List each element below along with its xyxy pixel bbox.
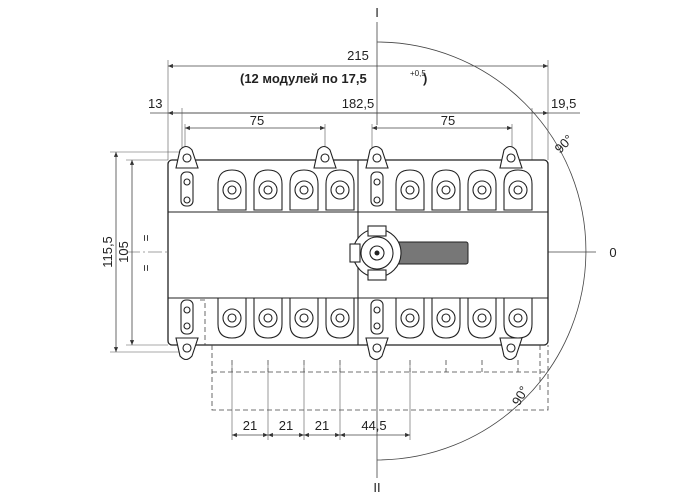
terminal-lug <box>395 297 425 339</box>
terminal-lug <box>325 297 355 339</box>
dim-label-44: 44,5 <box>361 418 386 433</box>
angle-label-top: 90° <box>552 132 577 157</box>
position-label-II: II <box>373 480 380 495</box>
equal-mark-2: = <box>139 264 153 271</box>
dim-label-21-a: 21 <box>243 418 257 433</box>
operating-handle <box>349 225 469 281</box>
dim-label-21-b: 21 <box>279 418 293 433</box>
terminal-lug <box>217 169 247 211</box>
terminal-lug <box>431 297 461 339</box>
dim-label-182: 182,5 <box>342 96 375 111</box>
terminal-lug <box>467 297 497 339</box>
terminal-lug <box>289 169 319 211</box>
dim-label-tolerance: +0,5 <box>410 69 426 78</box>
terminal-lug <box>431 169 461 211</box>
bottom-pitch-dims <box>231 365 411 440</box>
terminal-lug <box>253 297 283 339</box>
dim-label-105: 105 <box>116 241 131 263</box>
dim-label-module-note: (12 модулей по 17,5 <box>240 71 367 86</box>
dim-label-215: 215 <box>347 48 369 63</box>
terminal-lugs <box>217 169 533 339</box>
dim-label-close: ) <box>423 71 427 86</box>
position-label-I: I <box>375 5 379 20</box>
terminal-lug <box>395 169 425 211</box>
dim-label-21-c: 21 <box>315 418 329 433</box>
terminal-lug <box>253 169 283 211</box>
terminal-lug <box>289 297 319 339</box>
equal-mark-1: = <box>139 234 153 241</box>
dim-label-13: 13 <box>148 96 162 111</box>
dim-label-115: 115,5 <box>100 236 115 268</box>
position-label-0: 0 <box>609 245 616 260</box>
dim-label-19: 19,5 <box>551 96 576 111</box>
terminal-lug <box>467 169 497 211</box>
terminal-lug <box>503 169 533 211</box>
side-screws <box>180 171 384 335</box>
dim-label-75-left: 75 <box>250 113 264 128</box>
mounting-ears <box>175 145 523 361</box>
angle-label-bottom: 90° <box>509 383 532 408</box>
terminal-lug <box>503 297 533 339</box>
dim-label-75-right: 75 <box>441 113 455 128</box>
terminal-lug <box>217 297 247 339</box>
terminal-lug <box>325 169 355 211</box>
